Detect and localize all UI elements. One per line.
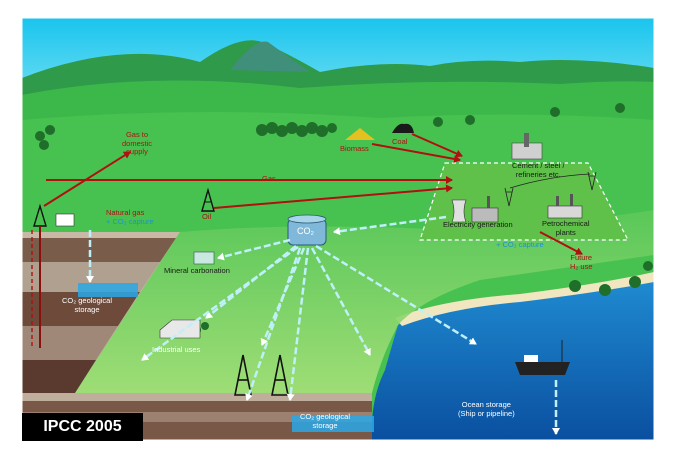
co2-tank-icon xyxy=(287,214,327,246)
co2-capture-left-label: + CO₂ capture xyxy=(106,217,154,226)
petrochemical-plant-icon xyxy=(547,194,583,219)
co2-capture-right-label: + CO₂ capture xyxy=(496,240,544,249)
mountain-peak xyxy=(230,41,310,72)
storage-derrick-icon xyxy=(234,354,289,396)
coal-pile-icon xyxy=(392,123,414,133)
oil-derrick-icon xyxy=(201,187,215,212)
geo-storage-bottom-zone xyxy=(292,416,374,432)
beach xyxy=(395,272,654,326)
geo-storage-left-zone xyxy=(78,283,138,297)
power-lines xyxy=(504,171,597,207)
mineral-carbonation-icon xyxy=(193,251,215,265)
cement-label: Cement / steel /refineries etc. xyxy=(512,161,565,179)
industrial-uses-label: Industrial uses xyxy=(152,345,201,354)
red-flows xyxy=(43,133,583,255)
oil-label: Oil xyxy=(202,212,212,221)
electricity-label: Electricity generation xyxy=(443,220,513,229)
ocean-storage-label: Ocean storage(Ship or pipeline) xyxy=(458,400,515,418)
power-plant-icon xyxy=(451,196,499,223)
biomass-label: Biomass xyxy=(340,144,369,153)
ipcc-credit-badge: IPCC 2005 xyxy=(22,413,143,441)
biomass-pile-icon xyxy=(345,128,375,140)
ocean xyxy=(371,280,654,440)
plain xyxy=(22,210,654,393)
cement-plant-icon xyxy=(511,133,543,160)
gas-well-icon xyxy=(33,203,75,348)
co2-flows xyxy=(86,215,560,435)
natural-gas-label: Natural gas xyxy=(106,208,145,217)
ship-icon xyxy=(515,340,570,375)
co2-tank-label: CO₂ xyxy=(297,226,314,236)
mineral-carbonation-label: Mineral carbonation xyxy=(164,266,230,275)
forest xyxy=(35,103,653,334)
coal-label: Coal xyxy=(392,137,408,146)
gas-label: Gas xyxy=(262,174,276,183)
